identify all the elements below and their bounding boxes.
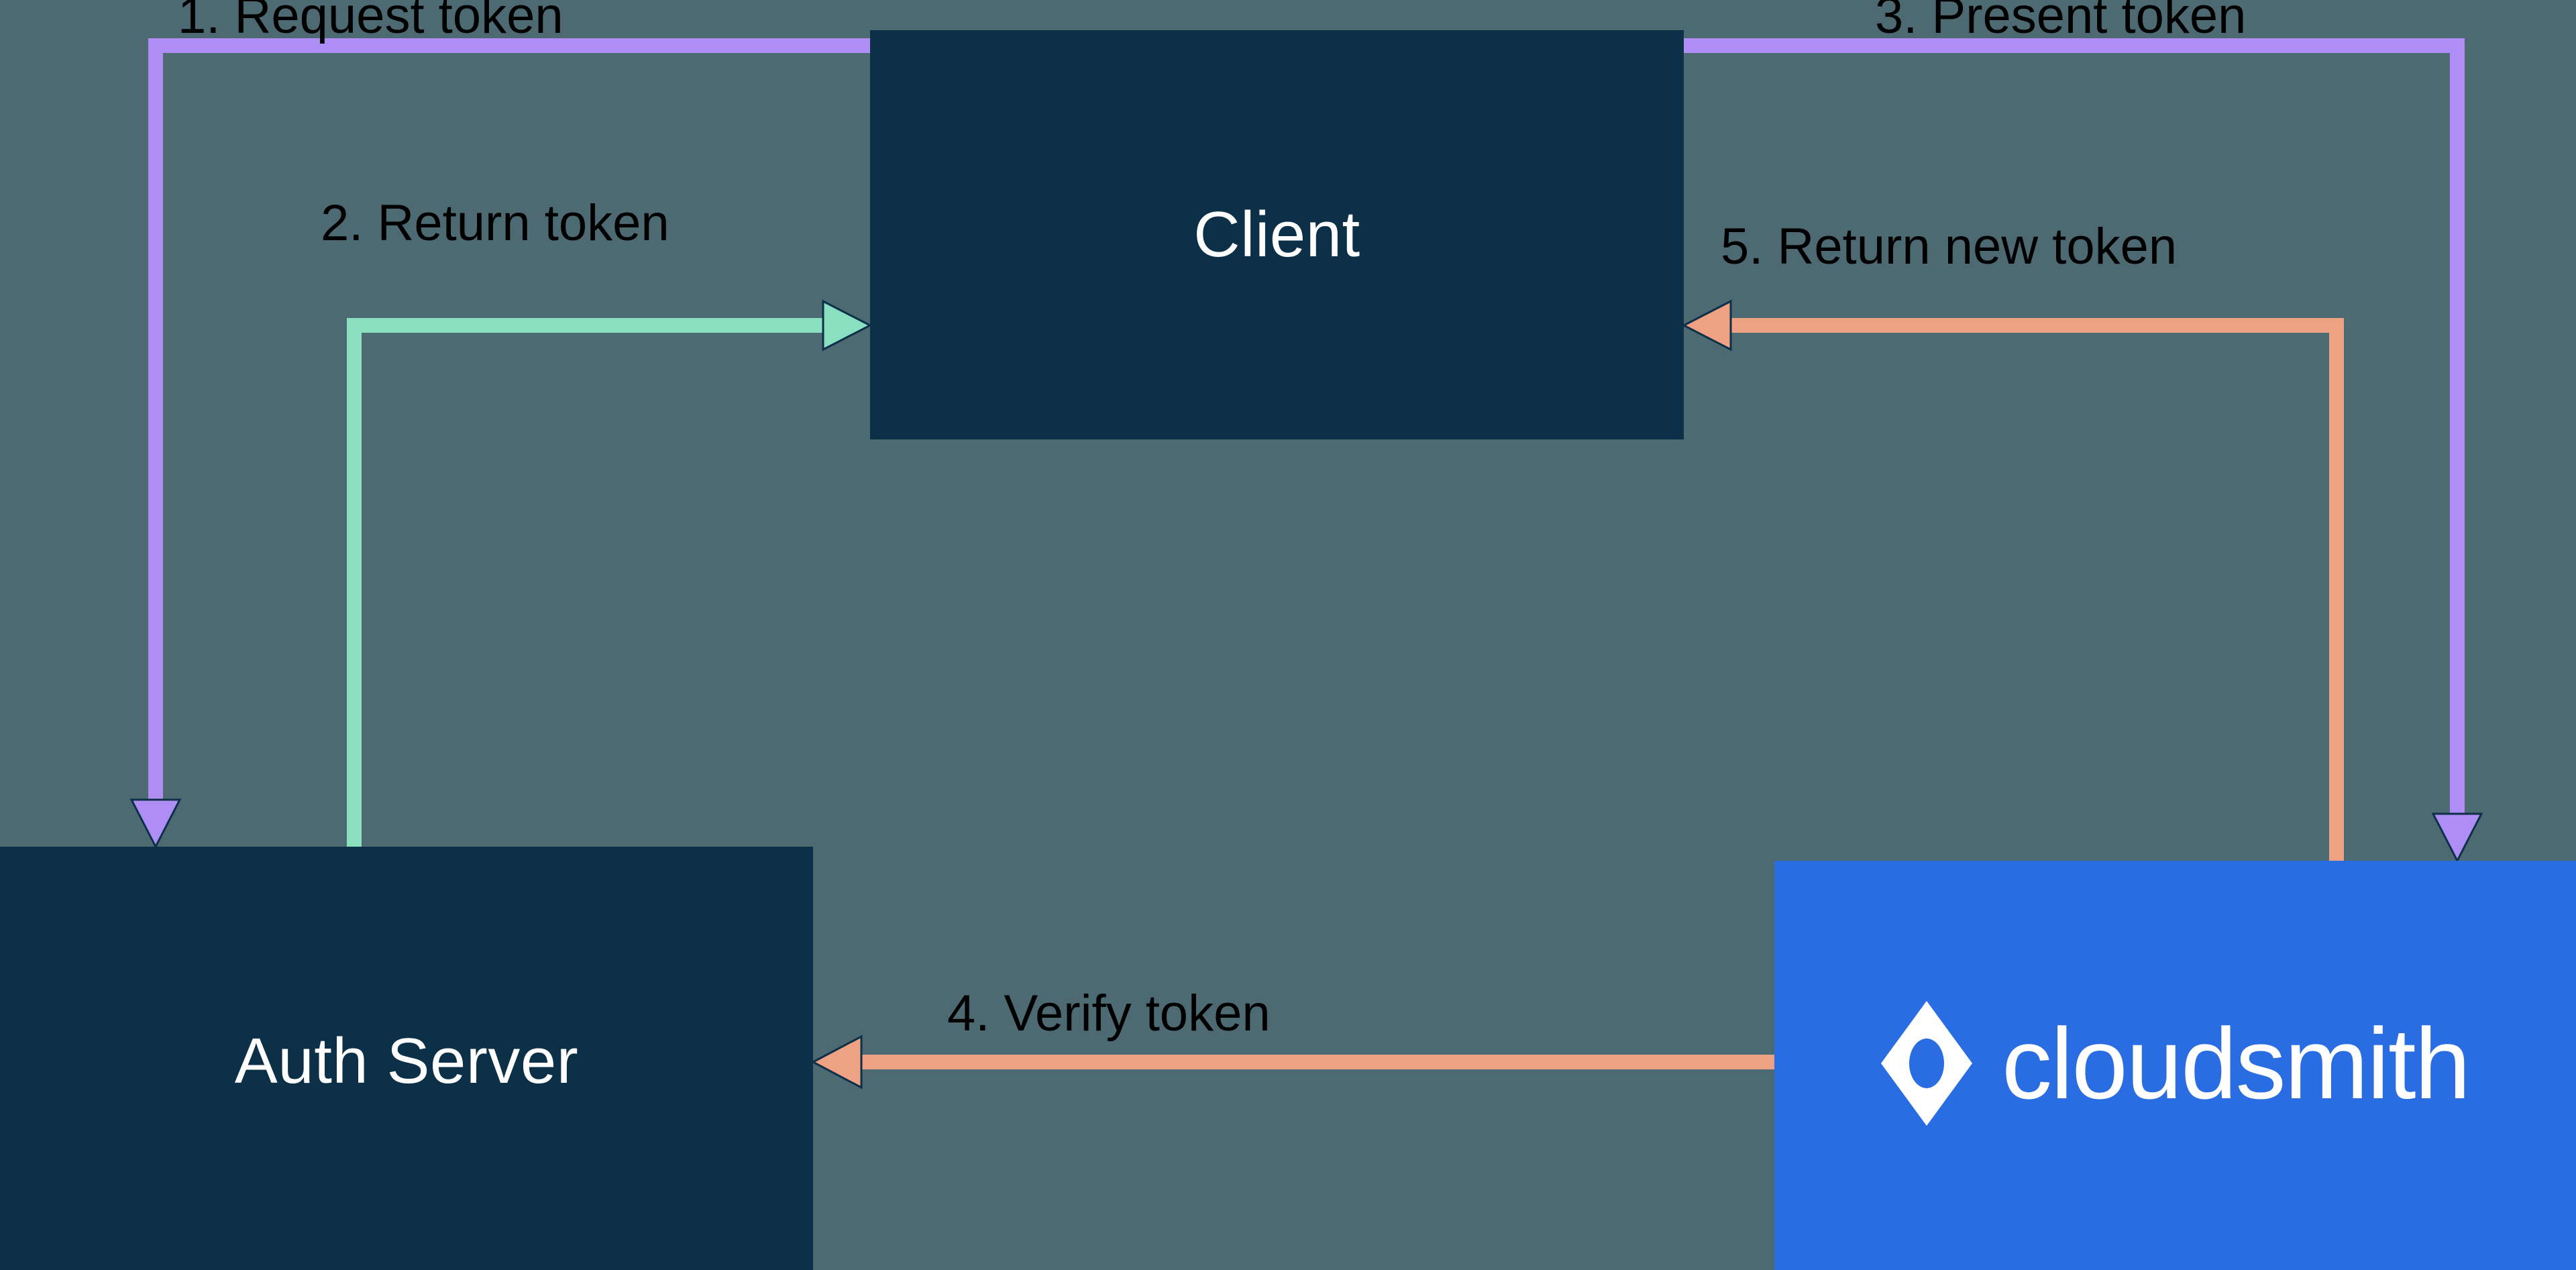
cloudsmith-lockup: cloudsmith xyxy=(1881,1001,2471,1126)
edge-4-verify-token xyxy=(810,1035,1774,1090)
edge-label-step-1: 1. Request token xyxy=(178,0,564,44)
arrowhead-down xyxy=(129,798,182,849)
node-auth-server[interactable]: Auth Server xyxy=(0,847,813,1270)
arrowhead-right xyxy=(822,299,873,352)
node-cloudsmith[interactable]: cloudsmith xyxy=(1774,861,2576,1270)
cloudsmith-wordmark: cloudsmith xyxy=(2002,1007,2471,1120)
edge-5-return-new-token xyxy=(1681,299,2344,861)
edge-2-return-token xyxy=(347,299,873,847)
edge-1-request-token xyxy=(129,38,870,849)
arrowhead-down xyxy=(2431,812,2483,863)
edge-label-step-2: 2. Return token xyxy=(321,195,669,252)
node-client-label: Client xyxy=(1193,199,1360,270)
edge-label-step-5: 5. Return new token xyxy=(1721,218,2178,275)
arrowhead-left xyxy=(810,1035,863,1090)
edge-label-step-3: 3. Present token xyxy=(1875,0,2247,44)
edge-label-step-4: 4. Verify token xyxy=(947,985,1271,1042)
cloudsmith-diamond-logo-icon xyxy=(1881,1001,1973,1126)
node-auth-server-label: Auth Server xyxy=(234,1025,579,1097)
arrowhead-left xyxy=(1681,299,1732,352)
node-client[interactable]: Client xyxy=(870,30,1684,439)
edge-3-present-token xyxy=(1684,38,2483,863)
